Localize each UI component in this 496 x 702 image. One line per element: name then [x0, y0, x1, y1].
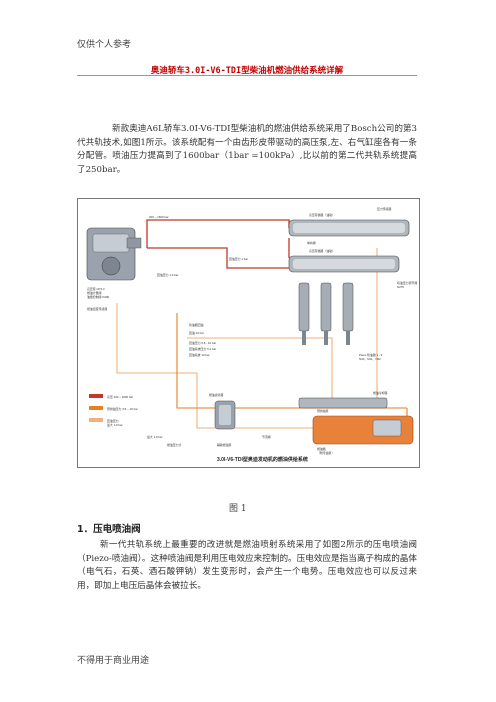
lbl-hp-line: 200 ~ 1600 bar: [149, 215, 169, 219]
title-rule: [77, 75, 417, 76]
lbl-pressure-valve: 单向阀: [307, 240, 316, 245]
lbl-piezo-note: Piezo 喷油器 1 - 3: [359, 352, 383, 357]
return-collector: [298, 397, 388, 409]
fuel-rail-mid: [288, 255, 400, 273]
diagram-labels: 200 ~ 1600 bar 高压存储器（油轨） 高压存储器（油轨） 压力传感器…: [87, 206, 417, 455]
lbl-valve-note: 喷油压力调节阀: [397, 280, 417, 285]
fuel-tank: [312, 415, 414, 445]
fuel-system-diagram: 200 ~ 1600 bar 高压存储器（油轨） 高压存储器（油轨） 压力传感器…: [77, 198, 420, 468]
lbl-tank: 燃油箱: [317, 446, 326, 451]
return-line-pump: [116, 303, 197, 374]
lbl-filter: 燃油滤清器: [209, 392, 224, 397]
lbl-piezo-note-b: N30、N31、N32: [359, 357, 381, 361]
diagram-title: 3.0I-V6-TDI型奥迪发动机的燃油供给系统: [217, 456, 308, 463]
lbl-pump-sub2: 油量控制阀 N290: [87, 294, 110, 299]
injector-3: [342, 282, 354, 345]
diagram-canvas: 200 ~ 1600 bar 高压存储器（油轨） 高压存储器（油轨） 压力传感器…: [77, 198, 420, 468]
lbl-return-a: 回油 10 bar: [189, 330, 204, 335]
lbl-module: 辅助燃油泵: [217, 442, 232, 447]
lbl-pump-sub: 燃油计量阀: [87, 290, 102, 295]
injectors: [298, 282, 354, 345]
intro-paragraph: 新款奥迪A6L轿车3.0I-V6-TDI型柴油机的燃油供给系统采用了Bosch公…: [77, 124, 417, 175]
lbl-tank-pump: 预供油泵: [317, 408, 329, 413]
section-heading: 1．压电喷油阀: [77, 524, 141, 535]
lbl-return-pressure-a: 回油压力 1 bar: [229, 256, 248, 261]
fuel-rail-top: [288, 219, 410, 237]
lbl-temp-sensor: 燃油温度传感器: [87, 306, 107, 311]
lbl-rail-top: 高压存储器（油轨）: [309, 212, 335, 217]
lbl-lp-legend: 预供油压力 3.5 ~ 10 bar: [107, 406, 138, 411]
lbl-return-pressure-b: 回油压力 1.0 bar: [157, 272, 178, 277]
injector-2: [320, 282, 332, 345]
document-title: 奥迪轿车3.0I-V6-TDI型柴油机燃油供给系统详解: [150, 66, 344, 76]
legend-swatches: [89, 394, 103, 422]
lbl-pump: 高压泵 CP3.3: [87, 286, 105, 291]
header-note: 仅供个人参考: [77, 40, 132, 50]
lbl-cooler: 燃油冷却器: [373, 390, 388, 395]
lbl-injector-return: 喷油器回油: [189, 322, 204, 327]
lbl-flow: 燃油压力计: [167, 442, 182, 447]
hp-line-mid: [147, 247, 289, 269]
return-line-injectors: [187, 337, 333, 398]
lbl-restrictor: 节流阀: [262, 434, 271, 439]
injector-1: [298, 282, 310, 345]
fuel-filter: [214, 400, 236, 430]
lbl-return-b: 回油压力 0.8 - 10 bar: [189, 340, 216, 345]
lbl-return-c: 回油系统压力 5.4 bar: [189, 346, 216, 351]
hp-pump: [86, 227, 142, 281]
lbl-pump-pressure: 最大 1.0 bar: [147, 434, 163, 439]
lbl-rail-mid: 高压存储器（油轨）: [309, 248, 335, 253]
lbl-return-d: 回油系统 10 bar: [189, 352, 210, 357]
section-paragraph: 新一代共轨系统上最重要的改进就是燃油喷射系统采用了如图2所示的压电喷油阀（Pie…: [77, 540, 417, 591]
lbl-valve-note-b: N276: [397, 285, 404, 289]
lbl-tank-sub: （附带油泵）: [317, 450, 334, 455]
lbl-pressure-sensor: 压力传感器: [377, 206, 392, 211]
lbl-ret-legend-b: 最大 1.0 bar: [107, 422, 123, 427]
lbl-hp-legend: 高压 200 ~ 1600 bar: [107, 394, 133, 399]
footer-note: 不得用于商业用途: [77, 656, 150, 666]
lbl-ret-legend: 回油压力: [107, 418, 119, 423]
figure-caption: 图 1: [229, 504, 247, 514]
